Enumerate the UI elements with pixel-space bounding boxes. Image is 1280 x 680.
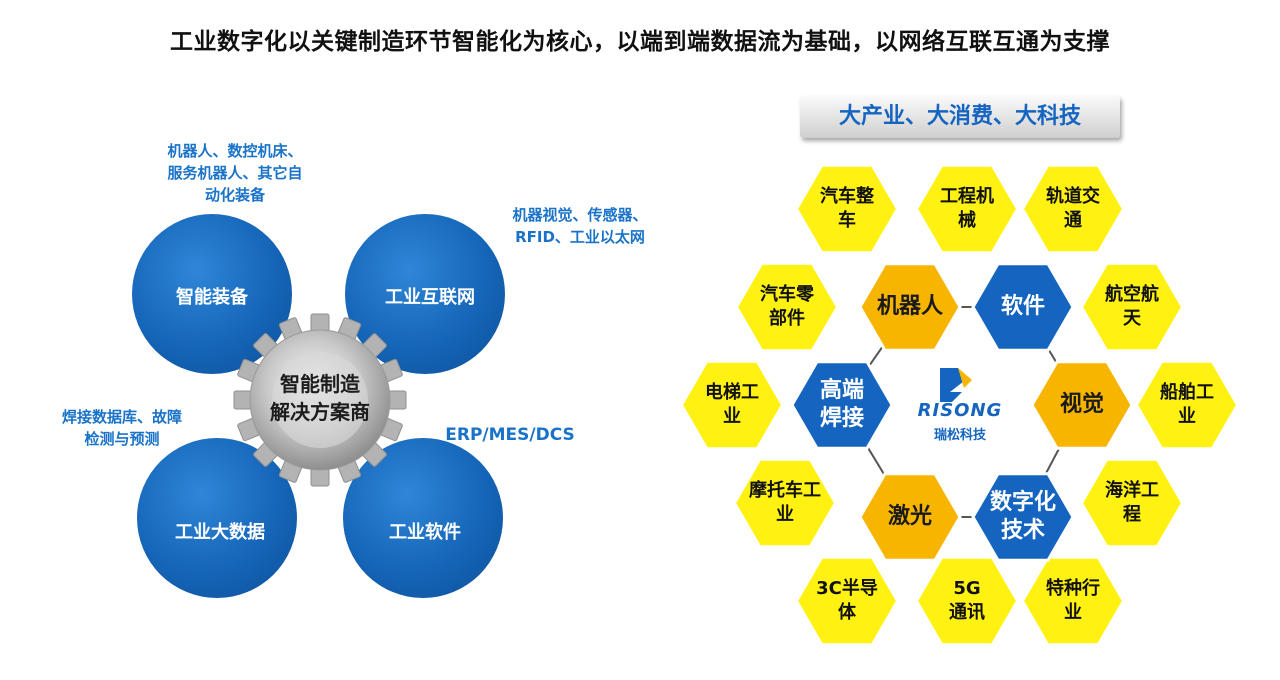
capability-hex-label: 数字化技术 [963,489,1083,545]
logo-brand-text: RISONG [917,400,1003,421]
industry-hex-label: 海洋工程 [1072,479,1192,527]
hex-label-line: 电梯工 [705,382,759,403]
industry-hex-label: 工程机械 [907,185,1027,233]
hex-label-line: 汽车整 [820,186,874,207]
hex-label-line: 业 [1064,602,1082,623]
industry-hex-label: 轨道交通 [1013,185,1133,233]
hex-label-line: 轨道交 [1046,186,1100,207]
petal-label-equipment: 智能装备 [176,287,248,308]
note-bigdata: 焊接数据库、故障 检测与预测 [61,408,182,448]
hex-label-line: 3C半导 [816,578,878,599]
capability-hex-label: 视觉 [1022,391,1142,419]
hex-label-line: 械 [958,210,976,231]
hex-label-line: 业 [723,406,741,427]
logo-company-name: 瑞松科技 [933,428,986,443]
hex-label-line: 通讯 [949,602,985,623]
hex-label-line: 海洋工 [1105,480,1159,501]
industry-hex-label: 电梯工业 [672,381,792,429]
gear-line-1: 智能制造 [280,372,360,396]
page-title: 工业数字化以关键制造环节智能化为核心，以端到端数据流为基础，以网络互联互通为支撑 [170,29,1110,55]
note-equipment: 机器人、数控机床、 服务机器人、其它自 动化装备 [167,142,303,204]
hex-label-line: 体 [838,602,856,623]
risong-logo [940,368,972,402]
petal-industrial-bigdata [137,438,297,598]
hex-label-line: 焊接 [819,406,864,431]
industry-hex-label: 3C半导体 [787,577,907,625]
hex-label-line: 业 [776,504,794,525]
gear-icon [233,313,407,487]
hex-label-line: 程 [1123,504,1141,525]
industry-hex-label: 汽车零部件 [727,283,847,331]
petal-label-bigdata: 工业大数据 [175,522,265,543]
petal-label-internet: 工业互联网 [385,287,475,308]
gear-line-2: 解决方案商 [270,400,370,424]
hex-label-line: 视觉 [1059,392,1104,417]
hex-label-line: 5G [953,578,981,599]
hex-label-line: 数字化 [989,490,1056,515]
hex-label-line: 业 [1178,406,1196,427]
capability-hex-label: 软件 [963,293,1083,321]
industry-hex-label: 特种行业 [1013,577,1133,625]
hex-label-line: 工程机 [940,186,994,207]
hex-label-line: 技术 [1000,518,1045,543]
note-industrial-internet: 机器视觉、传感器、 RFID、工业以太网 [512,206,648,246]
hex-label-line: 激光 [887,504,932,529]
hex-label-line: 天 [1123,308,1141,329]
hex-label-line: 摩托车工 [749,480,821,501]
industry-banner: 大产业、大消费、大科技 [800,96,1120,138]
hex-label-line: 软件 [1000,294,1045,319]
hex-label-line: 部件 [769,308,805,329]
hex-label-line: 通 [1064,210,1082,231]
petal-industrial-software [343,438,503,598]
hex-label-line: 特种行 [1046,578,1100,599]
gear-label: 智能制造 解决方案商 [245,370,395,426]
hex-label-line: 船舶工 [1160,382,1214,403]
industry-hex-label: 航空航天 [1072,283,1192,331]
capability-hex-label: 激光 [850,503,970,531]
industry-hex-label: 汽车整车 [787,185,907,233]
hex-label-line: 车 [838,210,856,231]
industry-hex-label: 摩托车工业 [725,479,845,527]
hex-label-line: 汽车零 [760,284,814,305]
capability-hex-label: 高端焊接 [782,377,902,433]
hex-label-line: 航空航 [1105,284,1159,305]
petal-label-software: 工业软件 [389,522,461,543]
industry-hex-label: 5G 通讯 [907,577,1027,625]
industry-hex-label: 船舶工业 [1127,381,1247,429]
capability-hex-label: 机器人 [850,293,970,321]
note-software: ERP/MES/DCS [445,425,575,445]
hex-label-line: 机器人 [876,294,943,319]
hex-label-line: 高端 [819,378,864,403]
